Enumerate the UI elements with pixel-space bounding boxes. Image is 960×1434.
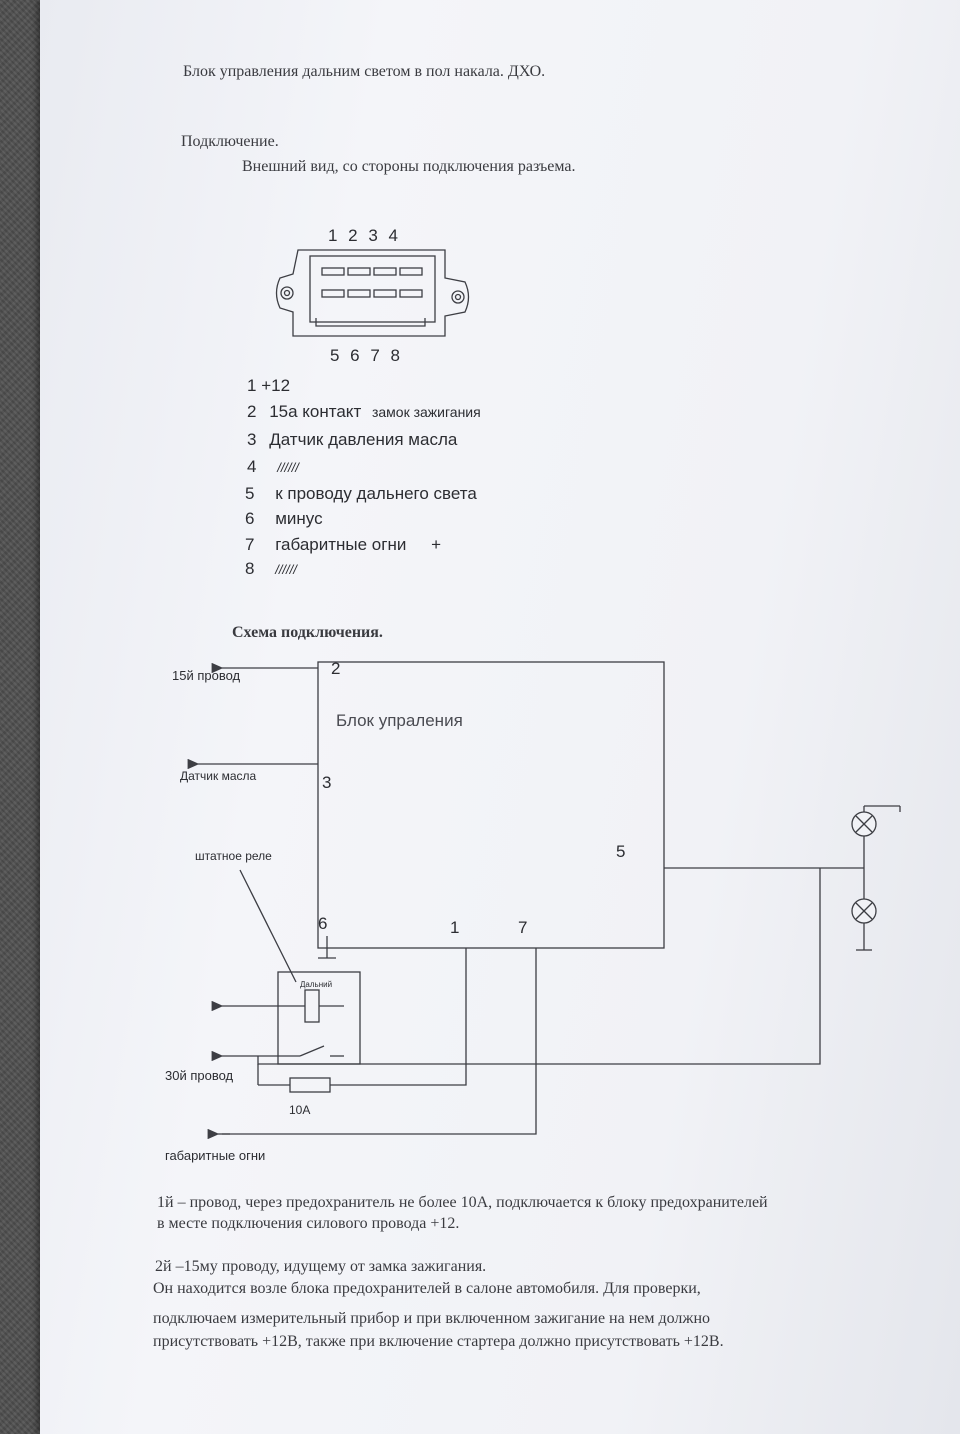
connector-top-pin-numbers: 1 2 3 4 bbox=[328, 226, 399, 245]
connection-heading: Подключение. bbox=[181, 133, 279, 150]
pin-number: 1 bbox=[247, 376, 257, 395]
pin-number: 4 bbox=[247, 457, 257, 476]
pin-note: замок зажигания bbox=[371, 404, 481, 420]
note-2-line-3: подключаем измерительный прибор и при вк… bbox=[153, 1310, 711, 1327]
schematic-pin-6: 6 bbox=[318, 914, 328, 933]
schematic-pin-3: 3 bbox=[322, 773, 332, 792]
pinout-row-5: 5 к проводу дальнего света bbox=[245, 484, 477, 504]
pin-number: 2 bbox=[247, 402, 257, 421]
pinout-row-2: 2 15а контакт замок зажигания bbox=[247, 402, 481, 422]
paper-sheet bbox=[40, 0, 960, 1434]
wire-parking-label: габаритные огни bbox=[165, 1148, 266, 1163]
pinout-row-8: 8 ////// bbox=[245, 559, 297, 579]
pinout-row-6: 6 минус bbox=[245, 509, 323, 529]
wire-15-label: 15й провод bbox=[172, 668, 241, 683]
pinout-row-1: 1 +12 bbox=[247, 376, 290, 396]
pin-description: +12 bbox=[261, 376, 291, 395]
note-1-line-1: 1й – провод, через предохранитель не бол… bbox=[157, 1194, 768, 1211]
wire-30-label: 30й провод bbox=[165, 1068, 234, 1083]
pin-number: 8 bbox=[245, 559, 255, 578]
connector-view-caption: Внешний вид, со стороны подключения разъ… bbox=[242, 158, 576, 175]
pin-number: 5 bbox=[245, 484, 255, 503]
relay-label: штатное реле bbox=[195, 849, 272, 863]
relay-box bbox=[277, 971, 361, 1065]
pin-note: + bbox=[431, 535, 442, 554]
pin-description: 15а контакт bbox=[269, 402, 362, 421]
control-block-outline bbox=[317, 661, 665, 949]
pin-description: ////// bbox=[275, 562, 297, 577]
schematic-pin-7: 7 bbox=[518, 918, 528, 937]
note-1-line-2: в месте подключения силового провода +12… bbox=[157, 1215, 460, 1232]
note-2-line-4: присутствовать +12В, также при включение… bbox=[153, 1333, 724, 1350]
schematic-heading: Схема подключения. bbox=[232, 624, 383, 641]
pinout-row-3: 3 Датчик давления масла bbox=[247, 430, 457, 450]
pinout-row-7: 7 габаритные огни + bbox=[245, 535, 441, 555]
pin-description: к проводу дальнего света bbox=[275, 484, 477, 503]
document-title: Блок управления дальним светом в пол нак… bbox=[183, 63, 546, 80]
note-2-line-2: Он находится возле блока предохранителей… bbox=[153, 1280, 701, 1297]
pin-number: 7 bbox=[245, 535, 255, 554]
pin-number: 6 bbox=[245, 509, 255, 528]
pinout-row-4: 4 ////// bbox=[247, 457, 299, 477]
schematic-pin-2: 2 bbox=[331, 659, 341, 678]
connector-bottom-pin-numbers: 5 6 7 8 bbox=[330, 346, 401, 365]
schematic-pin-5: 5 bbox=[616, 842, 626, 861]
schematic-pin-1: 1 bbox=[450, 918, 460, 937]
relay-coil-label: Дальний bbox=[300, 980, 333, 989]
pin-description: габаритные огни bbox=[275, 535, 407, 554]
note-2-line-1: 2й –15му проводу, идущему от замка зажиг… bbox=[155, 1258, 487, 1275]
pin-description: ////// bbox=[277, 460, 299, 475]
pin-number: 3 bbox=[247, 430, 257, 449]
wire-oil-label: Датчик масла bbox=[180, 769, 257, 783]
control-block-label: Блок упраления bbox=[336, 711, 463, 730]
pin-description: Датчик давления масла bbox=[269, 430, 458, 449]
pin-description: минус bbox=[275, 509, 323, 528]
fuse-label: 10А bbox=[289, 1103, 311, 1117]
